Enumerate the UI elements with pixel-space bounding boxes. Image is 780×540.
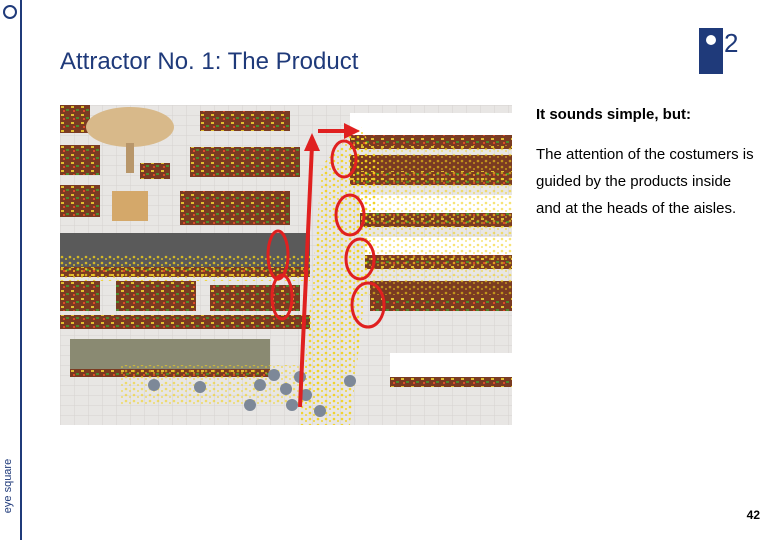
- circle-icon: [3, 5, 17, 19]
- logo-dot-icon: [706, 35, 716, 45]
- store-heatmap-image: [60, 105, 512, 425]
- page-number: 42: [746, 508, 760, 522]
- highlight-markers: [266, 139, 386, 329]
- slide-title: Attractor No. 1: The Product: [60, 48, 359, 75]
- brand-label: eye square: [2, 458, 14, 514]
- logo-glyph: 2: [724, 28, 738, 58]
- company-logo: 2: [697, 26, 753, 76]
- logo-block: [699, 28, 723, 74]
- text-column: It sounds simple, but: The attention of …: [536, 106, 756, 222]
- subheading: It sounds simple, but:: [536, 106, 692, 123]
- side-bar: eye square: [0, 0, 22, 540]
- body-text: The attention of the costumers is guided…: [536, 146, 754, 217]
